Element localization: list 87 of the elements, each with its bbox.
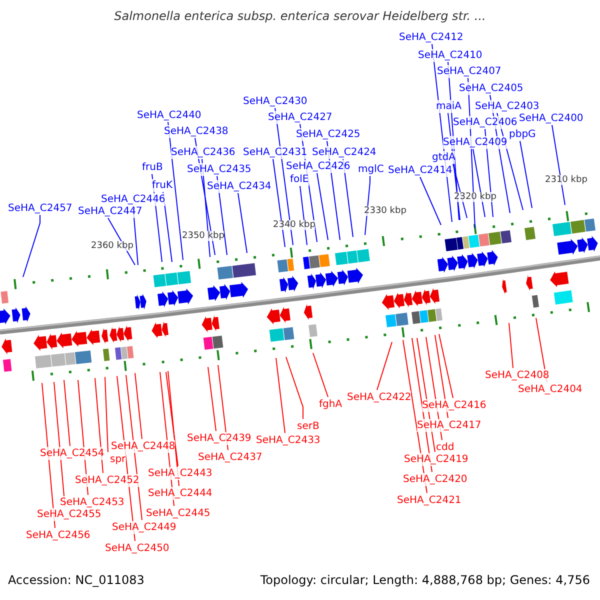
genome-info-text: Topology: circular; Length: 4,888,768 bp; Genes: 4,756: [260, 573, 590, 588]
gene-label: SeHA_C2450: [105, 542, 170, 554]
gene-label: SeHA_C2410: [418, 48, 482, 62]
scale-label: 2340 kbp: [273, 220, 316, 230]
gene-label: fghA: [319, 398, 342, 410]
leader-line: [166, 372, 178, 466]
gene-label: SeHA_C2443: [148, 466, 212, 480]
leader-line: [168, 122, 184, 260]
leader-line: [286, 356, 304, 420]
gene-label: SeHA_C2434: [207, 180, 272, 192]
gene-label: fruB: [142, 160, 163, 174]
gene-label: SeHA_C2454: [40, 446, 104, 460]
gene-label: SeHA_C2430: [243, 94, 308, 108]
gene-label: SeHA_C2457: [8, 202, 72, 214]
leader-line: [420, 176, 442, 226]
gene-label: SeHA_C2455: [37, 508, 102, 520]
gene-label: SeHA_C2448: [111, 440, 176, 452]
leader-line: [376, 342, 392, 390]
gene-label: pbpG: [509, 128, 536, 140]
gene-label: SeHA_C2435: [187, 162, 252, 176]
gene-label: SeHA_C2456: [26, 528, 90, 542]
gene-label: SeHA_C2419: [404, 452, 468, 466]
leader-line: [238, 192, 248, 254]
gene-label: gtdA: [432, 150, 456, 164]
gene-label: SeHA_C2437: [198, 450, 262, 464]
gene-label: SeHA_C2421: [397, 494, 462, 506]
leader-line: [438, 334, 454, 398]
gene-label: SeHA_C2408: [485, 368, 550, 382]
gene-label: SeHA_C2446: [101, 192, 166, 206]
gene-label: SeHA_C2412: [399, 30, 464, 44]
scale-label: 2350 kbp: [182, 231, 224, 242]
leader-line: [300, 186, 308, 246]
gene-label: SeHA_C2425: [296, 128, 360, 140]
leader-line: [276, 358, 286, 434]
gene-label: SeHA_C2414: [388, 164, 452, 176]
leader-line: [508, 322, 514, 368]
gene-label: SeHA_C2444: [148, 486, 212, 500]
gene-label: spr: [110, 452, 126, 466]
gene-label: SeHA_C2439: [187, 432, 252, 444]
gene-label: SeHA_C2440: [137, 108, 202, 122]
gene-label: SeHA_C2405: [459, 82, 524, 94]
gene-label: SeHA_C2422: [347, 390, 412, 404]
leader-line: [22, 214, 40, 278]
gene-label: SeHA_C2403: [475, 100, 540, 112]
leader-line: [552, 124, 566, 206]
gene-label: SeHA_C2420: [403, 472, 468, 486]
gene-label: fruK: [152, 178, 173, 192]
gene-label: SeHA_C2449: [112, 520, 176, 534]
leader-line: [168, 370, 180, 486]
scale-label: 2330 kbp: [364, 206, 406, 216]
gene-label: SeHA_C2406: [453, 116, 518, 128]
gene-label: SeHA_C2407: [437, 64, 502, 78]
gene-label: folE: [290, 172, 309, 186]
gene-label: serB: [297, 420, 320, 432]
gene-label: SeHA_C2447: [78, 204, 142, 218]
gene-label: mglC: [358, 162, 384, 176]
gene-label: SeHA_C2426: [286, 160, 350, 172]
title: Salmonella enterica subsp. enterica serovar Heidelberg str. ...: [113, 9, 487, 23]
gene-label: SeHA_C2427: [268, 110, 332, 124]
gene-label: SeHA_C2438: [164, 124, 228, 138]
accession-text: Accession: NC_011083: [8, 573, 144, 588]
scale-label: 2320 kbp: [454, 192, 496, 202]
gene-label: maiA: [436, 100, 462, 112]
gene-label: SeHA_C2416: [422, 398, 486, 412]
gene-label: SeHA_C2436: [171, 146, 236, 158]
gene-label: SeHA_C2417: [417, 418, 482, 432]
leader-line: [104, 376, 108, 452]
scale-label: 2310 kbp: [545, 175, 588, 186]
gene-label: SeHA_C2431: [243, 146, 308, 158]
gene-label: SeHA_C2424: [312, 146, 376, 158]
gene-label: SeHA_C2445: [146, 506, 210, 520]
leader-line: [272, 158, 286, 248]
scale-label: 2360 kbp: [91, 241, 134, 252]
gene-label: SeHA_C2409: [443, 136, 508, 148]
gene-label: SeHA_C2400: [519, 112, 584, 124]
leader-line: [316, 172, 328, 240]
gene-label: SeHA_C2433: [256, 434, 320, 446]
gene-label: cdd: [436, 440, 454, 454]
gene-label: SeHA_C2453: [60, 496, 124, 508]
leader-line: [64, 380, 70, 446]
leader-line: [312, 352, 328, 398]
gene-label: SeHA_C2404: [518, 382, 582, 396]
leader-line: [520, 140, 532, 208]
leader-line: [472, 148, 486, 218]
gene-label: SeHA_C2452: [75, 474, 140, 486]
leader-line: [208, 366, 216, 432]
leader-line: [134, 372, 142, 440]
